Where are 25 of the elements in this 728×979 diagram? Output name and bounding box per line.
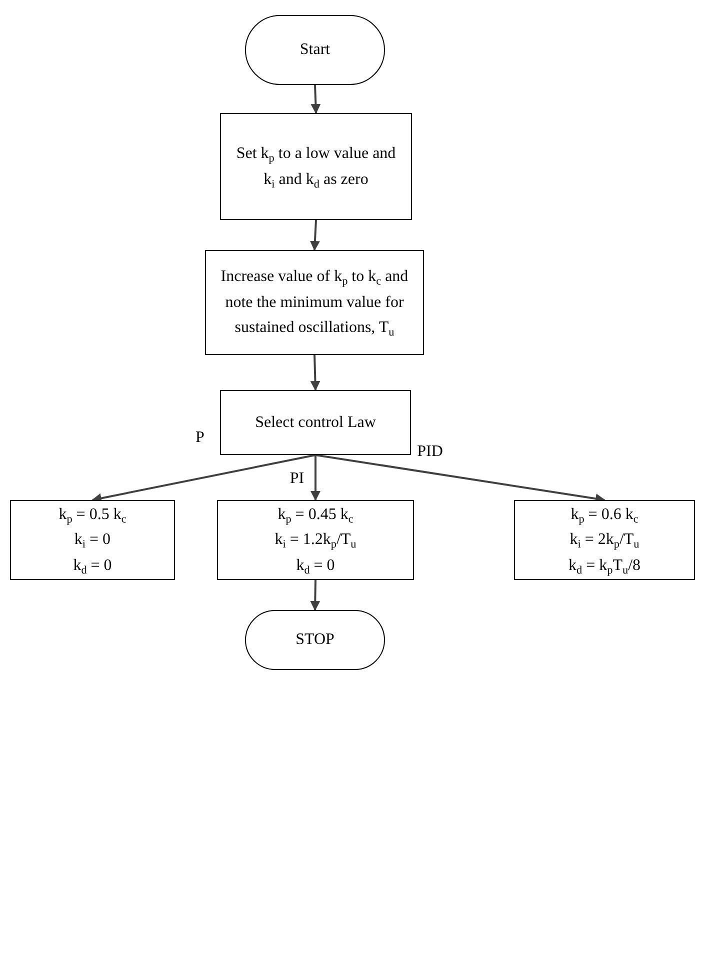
process-box — [514, 500, 695, 580]
node-text: k$_{p}$ = 0.45 k$_{c}$ — [278, 504, 354, 527]
node-text: Start — [300, 40, 330, 60]
node-text: Select control Law — [255, 412, 376, 433]
arrow — [310, 84, 321, 114]
node-text: k$_{p}$ = 0.5 k$_{c}$ — [58, 504, 126, 527]
node-text: k$_{i}$ = 0 — [74, 530, 111, 553]
node-text: k$_{d}$ = 0 — [296, 556, 335, 578]
node-text: STOP — [296, 630, 334, 650]
process-box — [220, 113, 412, 220]
node-text: k$_{d}$ = k$_{p}$T$_{u}$/8 — [568, 556, 641, 578]
process-box — [217, 500, 414, 580]
node-text: Set k$_{p}$ to a low value and k$_{i}$ and k$_{d}$ as zero — [235, 144, 397, 192]
arrow — [310, 580, 320, 611]
node-text: k$_{i}$ = 2k$_{p}$/T$_{u}$ — [570, 530, 640, 553]
node-text: k$_{d}$ = 0 — [73, 556, 112, 578]
node-text: Increase value of k$_{p}$ to k$_{c}$ and note the minimum value for sustained oscillations, T$_{u}$ — [220, 267, 410, 341]
node-text: k$_{p}$ = 0.6 k$_{c}$ — [570, 504, 638, 527]
process-box — [220, 390, 411, 455]
arrow — [310, 220, 320, 251]
process-box — [205, 250, 424, 355]
arrow — [310, 354, 320, 391]
arrow — [310, 455, 320, 501]
node-text: k$_{i}$ = 1.2k$_{p}$/T$_{u}$ — [274, 530, 356, 553]
process-box — [10, 500, 175, 580]
